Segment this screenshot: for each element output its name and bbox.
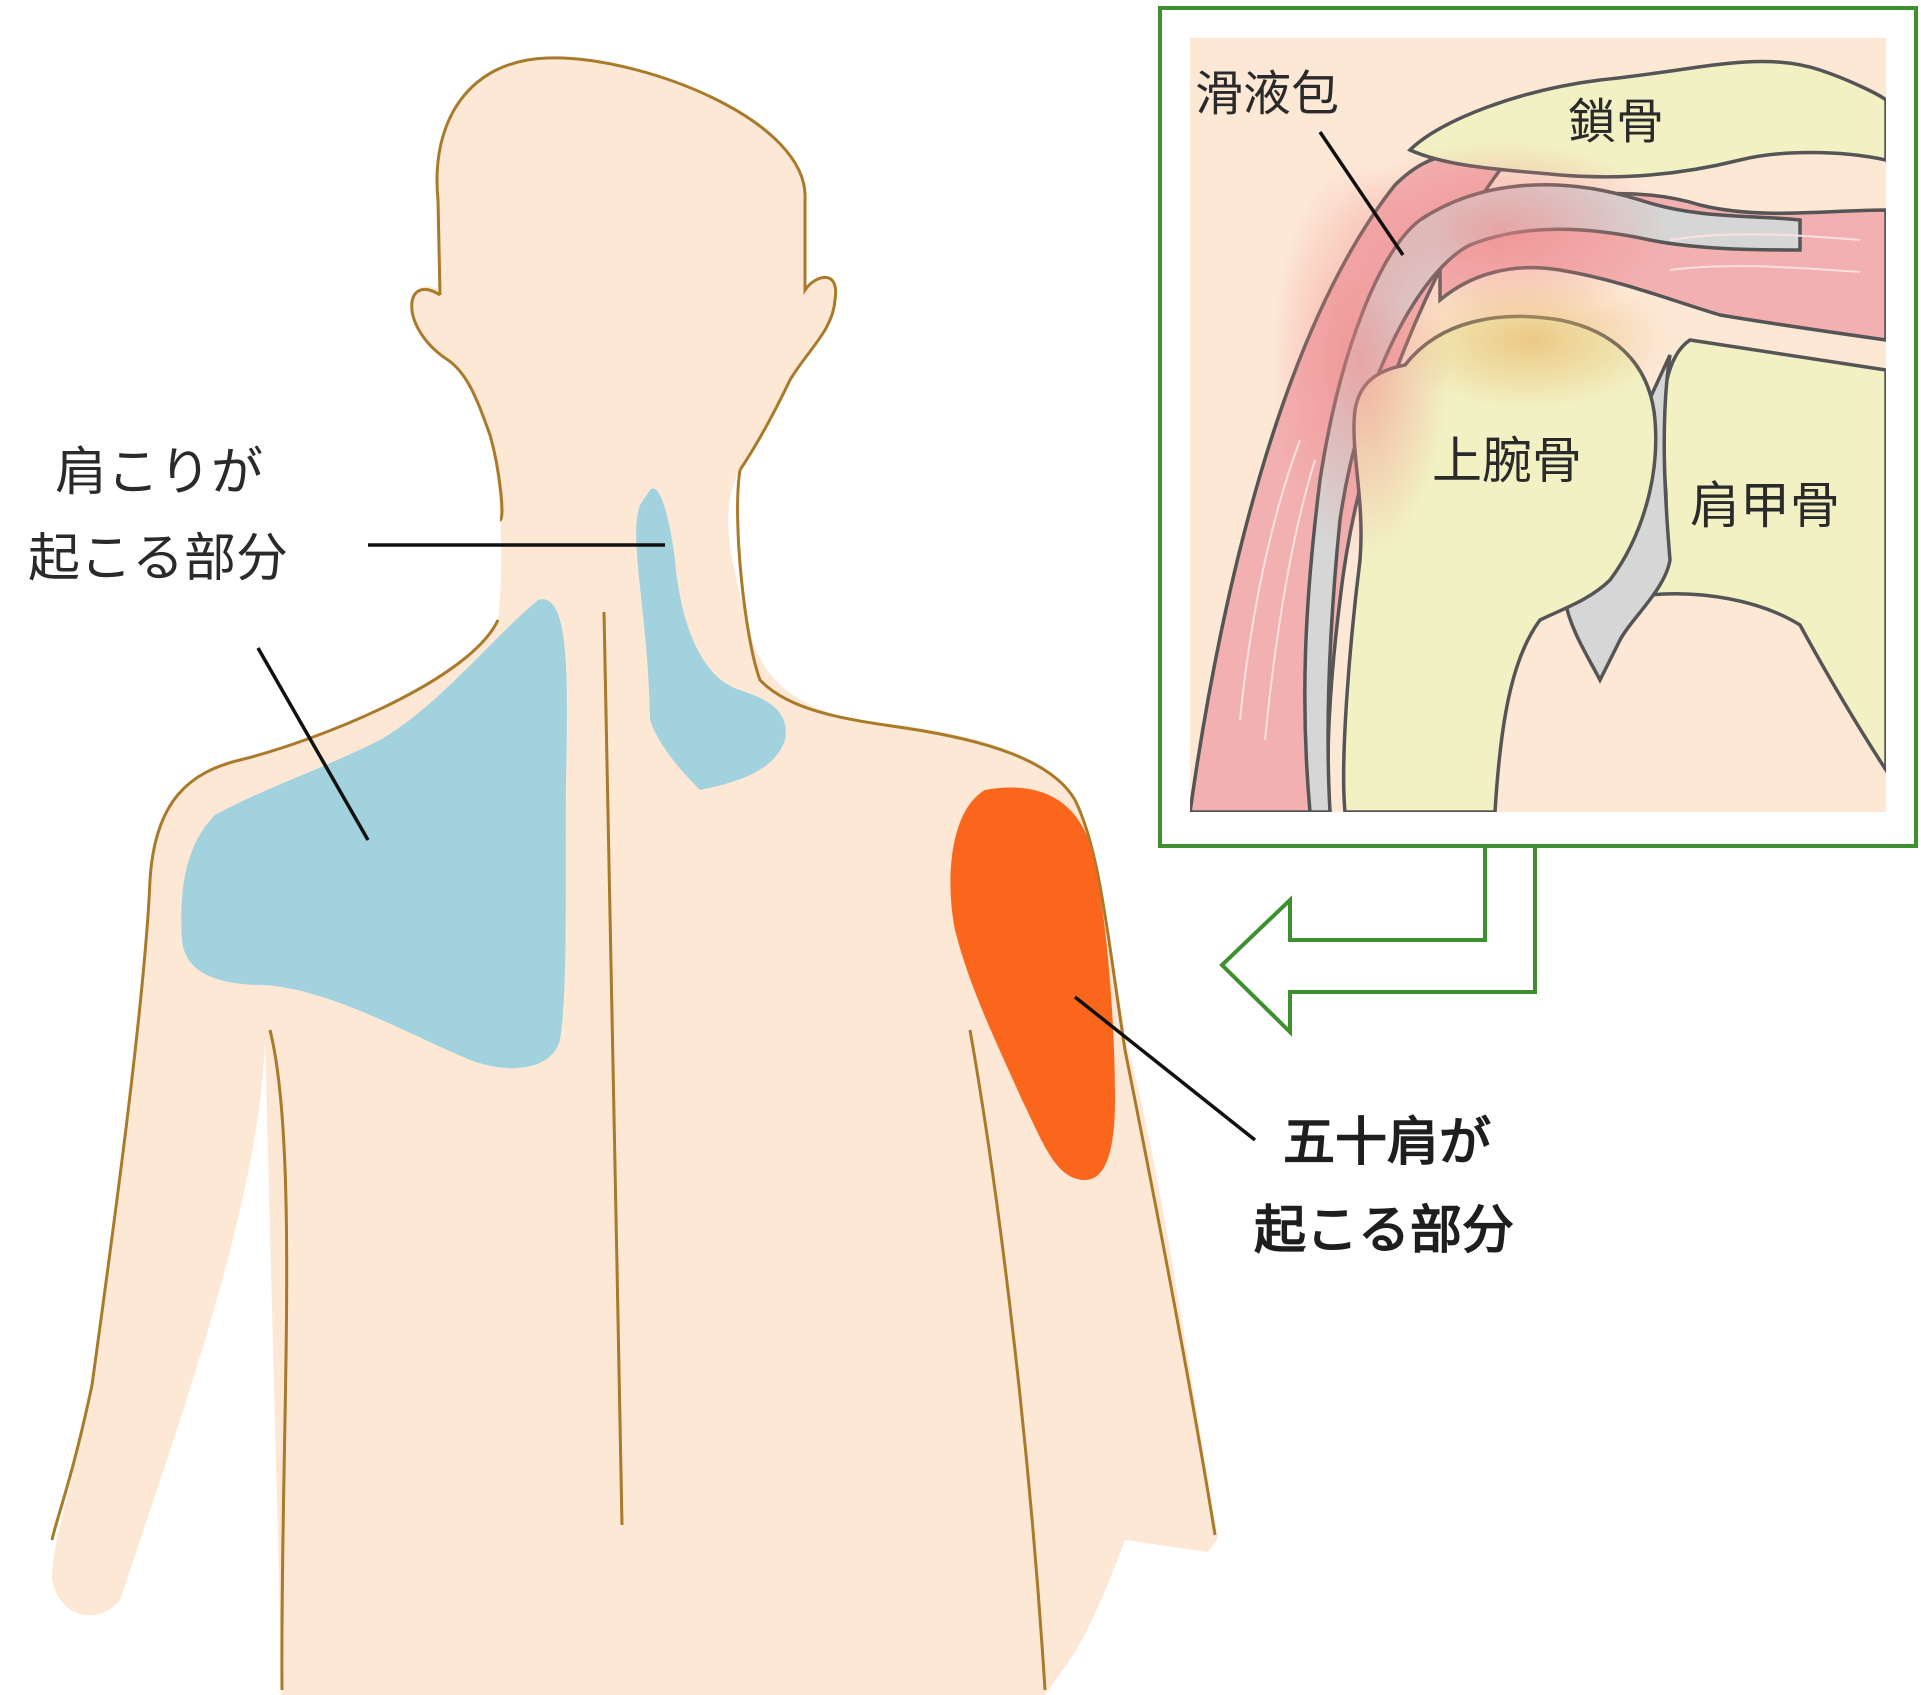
zoom-arrow: [1222, 846, 1535, 1032]
scapula-label: 肩甲骨: [1690, 477, 1840, 535]
inflammation-glow-joint: [1390, 270, 1670, 410]
body-figure: [52, 58, 1255, 1695]
stiff-shoulder-label-line2: 起こる部分: [28, 529, 288, 589]
clavicle-label: 鎖骨: [1568, 94, 1664, 150]
stiff-shoulder-label-line1: 肩こりが: [55, 443, 263, 503]
bursa-label: 滑液包: [1195, 66, 1339, 122]
joint-inset: [1160, 8, 1916, 846]
humerus-label: 上腕骨: [1432, 432, 1582, 490]
frozen-shoulder-label-line1: 五十肩が: [1283, 1113, 1491, 1173]
frozen-shoulder-label-line2: 起こる部分: [1254, 1201, 1514, 1261]
